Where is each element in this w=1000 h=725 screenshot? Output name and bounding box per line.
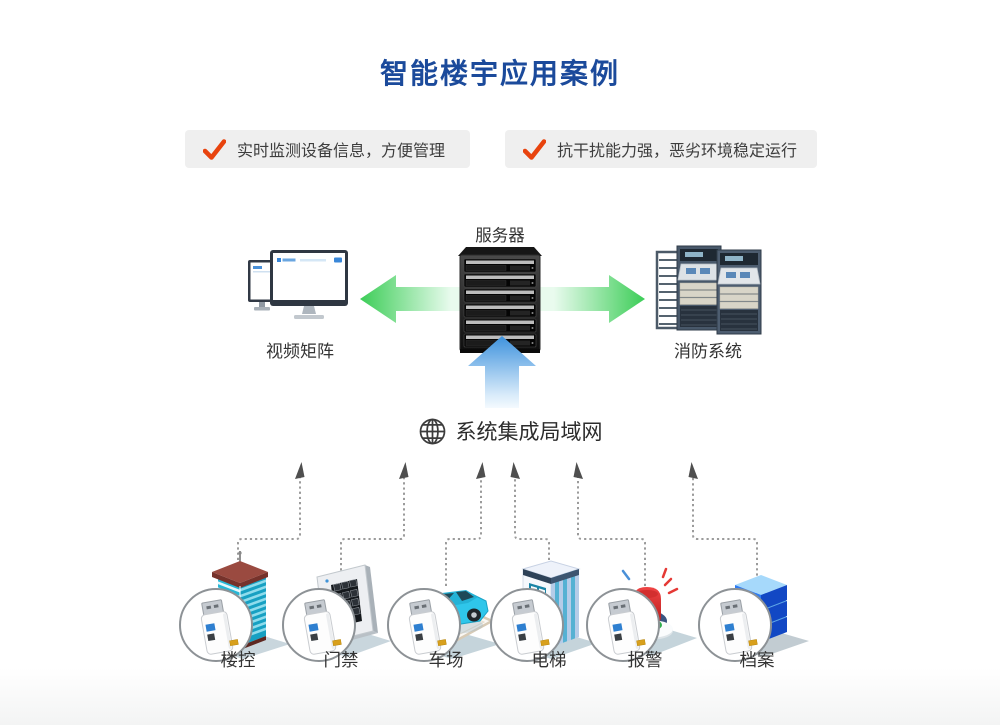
monitors-icon	[248, 250, 348, 319]
network-connector-lines	[237, 462, 758, 586]
usb-adapter-icon	[490, 588, 564, 662]
bottom-fade	[0, 668, 1000, 725]
network-label: 系统集成局域网	[455, 421, 603, 444]
device-access-control: 门禁	[281, 545, 401, 680]
device-label: 车场	[428, 650, 464, 670]
feature-badge-2: 抗干扰能力强，恶劣环境稳定运行	[505, 130, 817, 168]
blue-up-arrow	[468, 336, 536, 408]
network-row: 系统集成局域网	[360, 416, 660, 446]
globe-icon	[419, 418, 445, 444]
feature-badge-1: 实时监测设备信息，方便管理	[185, 130, 470, 168]
feature-badge-text: 实时监测设备信息，方便管理	[237, 143, 446, 160]
device-label: 楼控	[220, 650, 256, 670]
device-label: 档案	[739, 650, 775, 670]
fire-control-racks-icon	[655, 245, 762, 335]
page-title: 智能楼宇应用案例	[379, 58, 620, 89]
device-building-control: 楼控	[178, 545, 298, 680]
device-label: 门禁	[323, 650, 359, 670]
check-icon	[203, 138, 226, 160]
feature-badge-text: 抗干扰能力强，恶劣环境稳定运行	[557, 143, 798, 160]
device-label: 电梯	[531, 650, 567, 670]
usb-adapter-icon	[586, 588, 660, 662]
device-parking: 车场	[386, 545, 506, 680]
server-label: 服务器	[475, 227, 525, 245]
device-archive: 档案	[697, 545, 817, 680]
device-label: 报警	[627, 650, 663, 670]
usb-adapter-icon	[698, 588, 772, 662]
usb-adapter-icon	[282, 588, 356, 662]
device-alarm: 报警	[585, 545, 705, 680]
server-rack-icon	[458, 247, 542, 353]
check-icon	[523, 138, 546, 160]
video-matrix-label: 视频矩阵	[266, 342, 334, 361]
usb-adapter-icon	[387, 588, 461, 662]
device-elevator: 电梯	[489, 545, 609, 680]
fire-system-label: 消防系统	[674, 342, 742, 361]
usb-adapter-icon	[179, 588, 253, 662]
